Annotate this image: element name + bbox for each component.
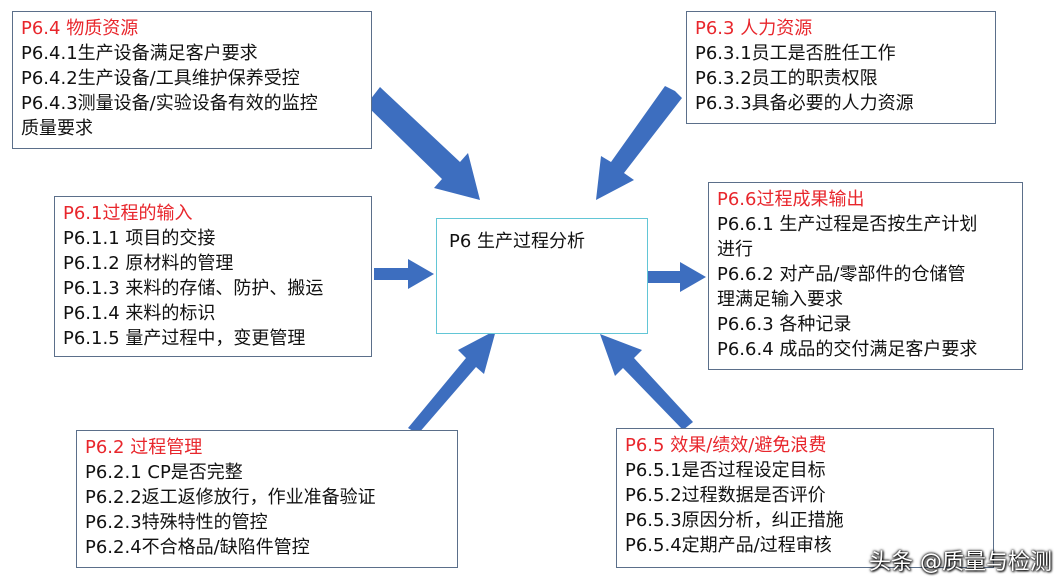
box-line: P6.5.4定期产品/过程审核 [625,535,832,556]
box-line: P6.6.4 成品的交付满足客户要求 [717,339,978,360]
box-line: 理满足输入要求 [717,289,843,310]
box-line: P6.3.3具备必要的人力资源 [695,93,914,114]
box-p6-4-material-resources: P6.4 物质资源 P6.4.1生产设备满足客户要求 P6.4.2生产设备/工具… [12,11,372,149]
box-p6-1-process-input: P6.1过程的输入 P6.1.1 项目的交接 P6.1.2 原材料的管理 P6.… [54,196,372,357]
box-line: P6.1.5 量产过程中，变更管理 [63,328,306,349]
box-line: P6.4.2生产设备/工具维护保养受控 [21,68,300,89]
watermark: 头条 @质量与检测 [869,550,1052,575]
box-line: P6.5.3原因分析，纠正措施 [625,510,844,531]
box-line: P6.1.4 来料的标识 [63,303,216,324]
arrow-from-p64 [366,87,480,200]
box-line: P6.1.3 来料的存储、防护、搬运 [63,278,324,299]
center-label: P6 生产过程分析 [449,231,586,252]
box-line: P6.6.3 各种记录 [717,314,852,335]
box-line: 质量要求 [21,118,93,139]
box-line: P6.3.2员工的职责权限 [695,68,878,89]
box-p6-3-human-resources: P6.3 人力资源 P6.3.1员工是否胜任工作 P6.3.2员工的职责权限 P… [686,11,996,124]
box-p6-2-process-management: P6.2 过程管理 P6.2.1 CP是否完整 P6.2.2返工返修放行，作业准… [76,430,458,568]
arrow-from-p62 [408,330,496,434]
box-line: P6.1.2 原材料的管理 [63,253,234,274]
box-title: P6.6过程成果输出 [717,189,865,210]
box-line: P6.5.1是否过程设定目标 [625,460,826,481]
box-line: P6.2.3特殊特性的管控 [85,512,268,533]
box-p6-6-process-output: P6.6过程成果输出 P6.6.1 生产过程是否按生产计划 进行 P6.6.2 … [708,182,1023,370]
arrow-from-p61 [374,259,434,289]
box-line: P6.4.1生产设备满足客户要求 [21,43,258,64]
box-line: P6.2.2返工返修放行，作业准备验证 [85,487,376,508]
box-line: P6.4.3测量设备/实验设备有效的监控 [21,93,318,114]
box-p6-5-effectiveness: P6.5 效果/绩效/避免浪费 P6.5.1是否过程设定目标 P6.5.2过程数… [616,428,994,568]
arrow-from-p65 [600,334,693,430]
box-line: P6.2.1 CP是否完整 [85,462,243,483]
box-line: 进行 [717,239,753,260]
box-title: P6.1过程的输入 [63,203,193,224]
arrow-from-p63 [596,86,682,200]
box-title: P6.3 人力资源 [695,18,813,39]
box-line: P6.5.2过程数据是否评价 [625,485,826,506]
box-line: P6.1.1 项目的交接 [63,228,216,249]
box-title: P6.4 物质资源 [21,18,139,39]
box-title: P6.5 效果/绩效/避免浪费 [625,435,827,456]
box-line: P6.6.1 生产过程是否按生产计划 [717,214,978,235]
box-line: P6.3.1员工是否胜任工作 [695,43,896,64]
box-line: P6.6.2 对产品/零部件的仓储管 [717,264,966,285]
center-box-p6: P6 生产过程分析 [436,218,648,334]
arrow-to-p66 [648,262,706,292]
box-title: P6.2 过程管理 [85,437,203,458]
box-line: P6.2.4不合格品/缺陷件管控 [85,537,310,558]
